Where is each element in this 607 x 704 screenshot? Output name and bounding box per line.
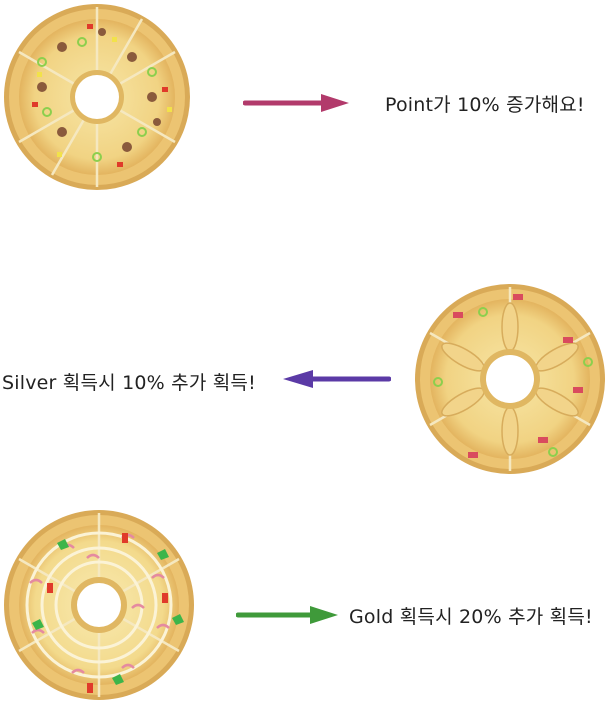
pizza-silver-image: [415, 284, 605, 474]
caption-silver: Silver 획득시 10% 추가 획득!: [2, 372, 256, 394]
pizza-point-image: [4, 4, 190, 190]
caption-gold: Gold 획득시 20% 추가 획득!: [349, 606, 593, 628]
bonus-row-gold: Gold 획득시 20% 추가 획득!: [0, 505, 607, 704]
arrow-right-icon: [236, 606, 338, 624]
arrow-right-icon: [243, 94, 349, 112]
caption-point: Point가 10% 증가해요!: [385, 94, 585, 116]
bonus-row-silver: Silver 획득시 10% 추가 획득!: [0, 230, 607, 474]
bonus-row-point: Point가 10% 증가해요!: [0, 0, 607, 200]
arrow-left-icon: [283, 370, 391, 388]
pizza-gold-image: [4, 510, 194, 700]
